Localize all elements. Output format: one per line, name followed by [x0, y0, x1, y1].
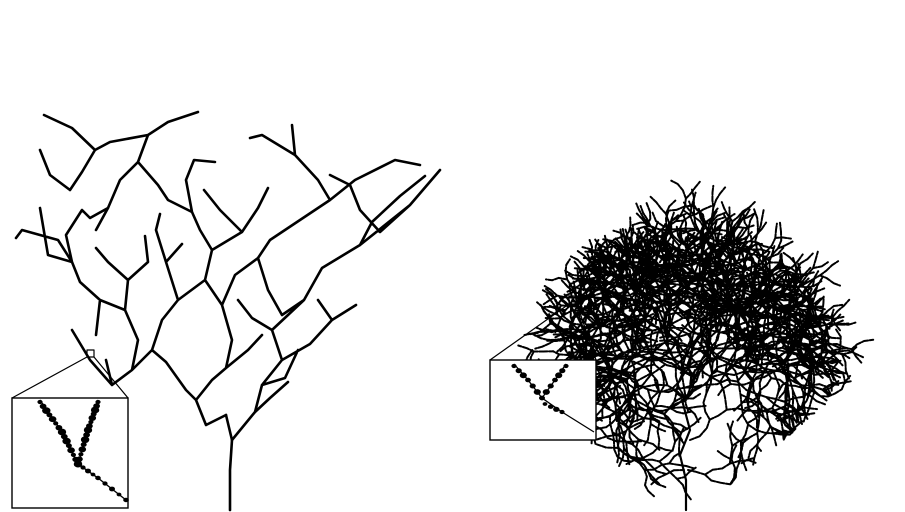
inset-bead [555, 372, 562, 378]
inset-bead [543, 402, 548, 406]
inset-bead [89, 415, 97, 421]
inset-bead [80, 465, 85, 469]
inset-bead [539, 396, 545, 401]
inset-bead [552, 378, 557, 382]
inset-bead [91, 473, 96, 477]
inset-bead [511, 364, 516, 368]
dense-inset [490, 360, 596, 440]
dense-tree-trunk [680, 400, 690, 510]
inset-bead [525, 378, 530, 382]
inset-bead [534, 389, 541, 395]
inset-bead [76, 462, 80, 466]
dense-tree-branch-network [518, 181, 873, 500]
inset-bead [520, 372, 527, 378]
coarse-tree-branches [16, 112, 440, 440]
inset-bead [81, 436, 89, 443]
inset-bead [117, 493, 122, 497]
inset-bead [516, 368, 522, 373]
inset-bead [81, 442, 87, 447]
inset-bead [53, 421, 58, 425]
inset-bead [559, 410, 564, 414]
dense-tree-branches [518, 181, 873, 500]
inset-bead [85, 428, 90, 432]
inset-bead [49, 416, 57, 422]
coarse-tree-trunk [226, 415, 232, 510]
inset-bead [530, 384, 536, 389]
coarse-connector-left [12, 357, 87, 398]
inset-bead [123, 498, 129, 502]
inset-bead [563, 364, 568, 368]
inset-bead [79, 446, 87, 452]
inset-bead [59, 430, 64, 434]
coarse-inset [12, 398, 129, 508]
inset-bead [102, 481, 107, 485]
inset-bead [96, 476, 100, 480]
inset-bead [553, 407, 559, 412]
inset-bead [559, 368, 565, 373]
inset-bead [109, 487, 115, 492]
inset-bead [543, 389, 550, 395]
inset-bead [37, 400, 42, 404]
dense-tree-panel [490, 181, 873, 510]
inset-bead [548, 384, 554, 389]
inset-bead [85, 469, 91, 474]
inset-bead [71, 453, 76, 457]
inset-bead [548, 405, 554, 409]
inset-bead [67, 447, 75, 453]
inset-bead [78, 452, 83, 456]
